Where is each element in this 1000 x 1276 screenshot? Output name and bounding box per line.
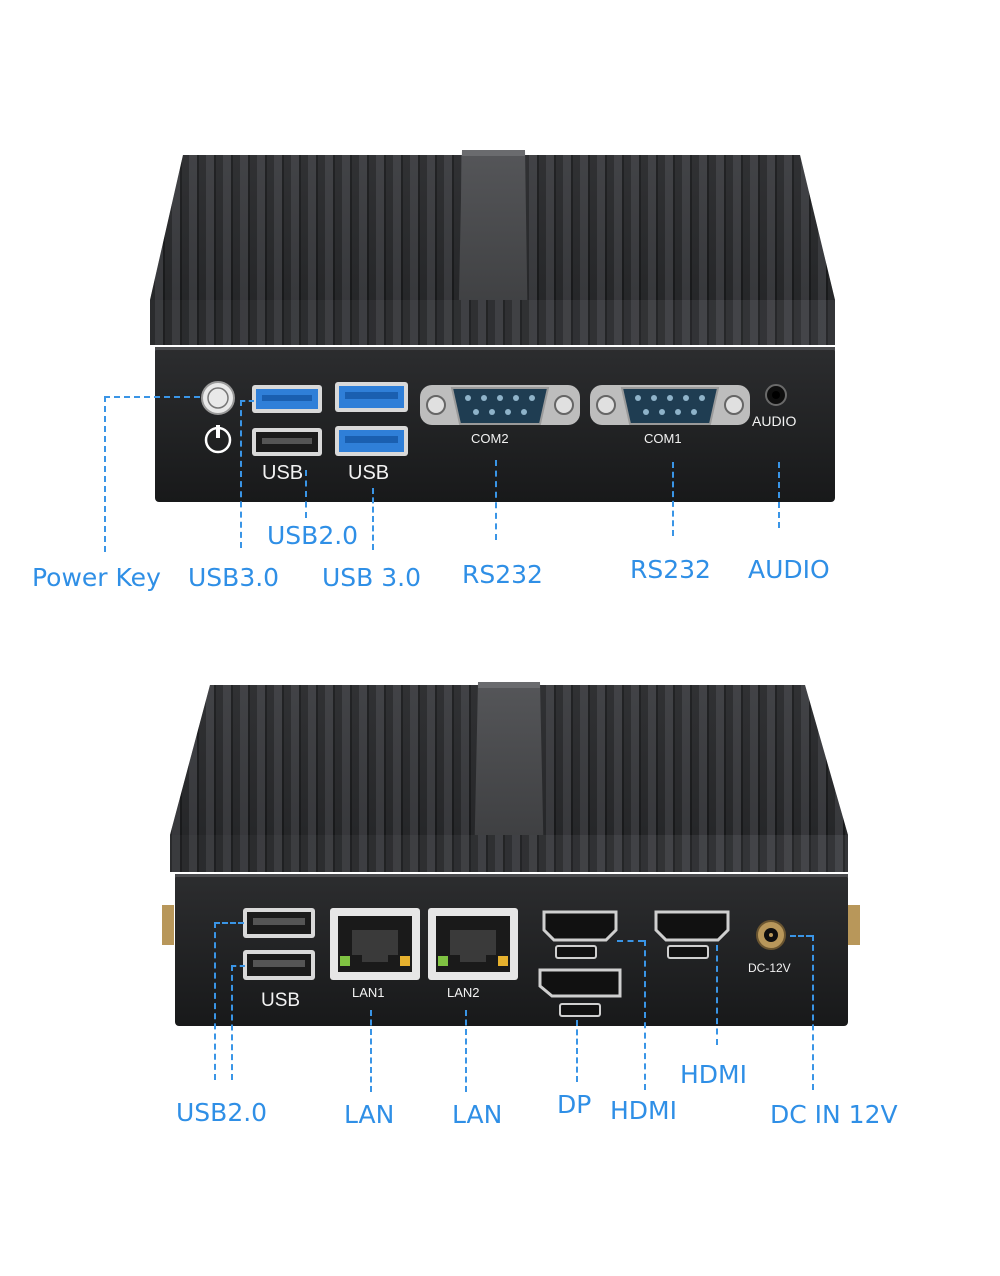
hdmi-port-icon	[542, 910, 618, 959]
ethernet-port-icon	[428, 908, 518, 980]
audio-port-label: AUDIO	[752, 413, 797, 429]
callout-usb30: USB3.0	[188, 563, 280, 592]
leader-line	[576, 1020, 578, 1082]
hdmi-port-icon	[654, 910, 730, 959]
leader-line	[240, 400, 242, 548]
audio-jack-icon	[765, 384, 787, 406]
callout-hdmi: HDMI	[610, 1096, 677, 1125]
leader-line	[104, 396, 106, 552]
leader-line	[104, 396, 200, 398]
leader-line	[778, 462, 780, 528]
callout-rs232: RS232	[462, 560, 543, 589]
leader-line	[716, 945, 718, 1045]
leader-line	[672, 462, 674, 536]
callout-rs232: RS232	[630, 555, 711, 584]
callout-dc-in: DC IN 12V	[770, 1100, 898, 1129]
dc-port-label: DC-12V	[748, 961, 791, 975]
leader-line	[214, 922, 216, 1080]
leader-line	[465, 1010, 467, 1092]
lan1-port-label: LAN1	[352, 985, 385, 1000]
leader-line	[214, 922, 244, 924]
leader-line	[644, 940, 646, 1090]
serial-port-icon	[590, 385, 750, 425]
power-button-icon	[201, 381, 235, 454]
callout-dp: DP	[557, 1090, 592, 1119]
usb-port-icon	[335, 426, 408, 456]
displayport-icon	[538, 968, 622, 1017]
leader-line	[231, 965, 245, 967]
usb-port-icon	[252, 385, 322, 413]
leader-line	[495, 460, 497, 540]
leader-line	[370, 1010, 372, 1092]
usb-port-label: USB	[262, 462, 304, 484]
callout-usb20: USB2.0	[176, 1098, 268, 1127]
usb-port-icon	[243, 908, 315, 938]
callout-audio: AUDIO	[748, 555, 830, 584]
leader-line	[305, 470, 307, 518]
lan2-port-label: LAN2	[447, 985, 480, 1000]
callout-hdmi: HDMI	[680, 1060, 747, 1089]
callout-lan: LAN	[452, 1100, 503, 1129]
usb-port-icon	[243, 950, 315, 980]
usb-port-label: USB	[261, 990, 301, 1011]
com2-port-label: COM2	[471, 431, 509, 446]
leader-line	[812, 935, 814, 1090]
leader-line	[790, 935, 812, 937]
dc-jack-icon	[756, 920, 786, 950]
leader-line	[231, 965, 233, 1080]
usb-port-label: USB	[348, 462, 390, 484]
leader-line	[372, 488, 374, 550]
leader-line	[617, 940, 644, 942]
callout-lan: LAN	[344, 1100, 395, 1129]
com1-port-label: COM1	[644, 431, 682, 446]
callout-usb30: USB 3.0	[322, 563, 422, 592]
callout-usb20: USB2.0	[267, 521, 359, 550]
serial-port-icon	[420, 385, 580, 425]
leader-line	[240, 400, 254, 402]
ethernet-port-icon	[330, 908, 420, 980]
callout-power-key: Power Key	[32, 563, 161, 592]
usb-port-icon	[335, 382, 408, 412]
usb-port-icon	[252, 428, 322, 456]
